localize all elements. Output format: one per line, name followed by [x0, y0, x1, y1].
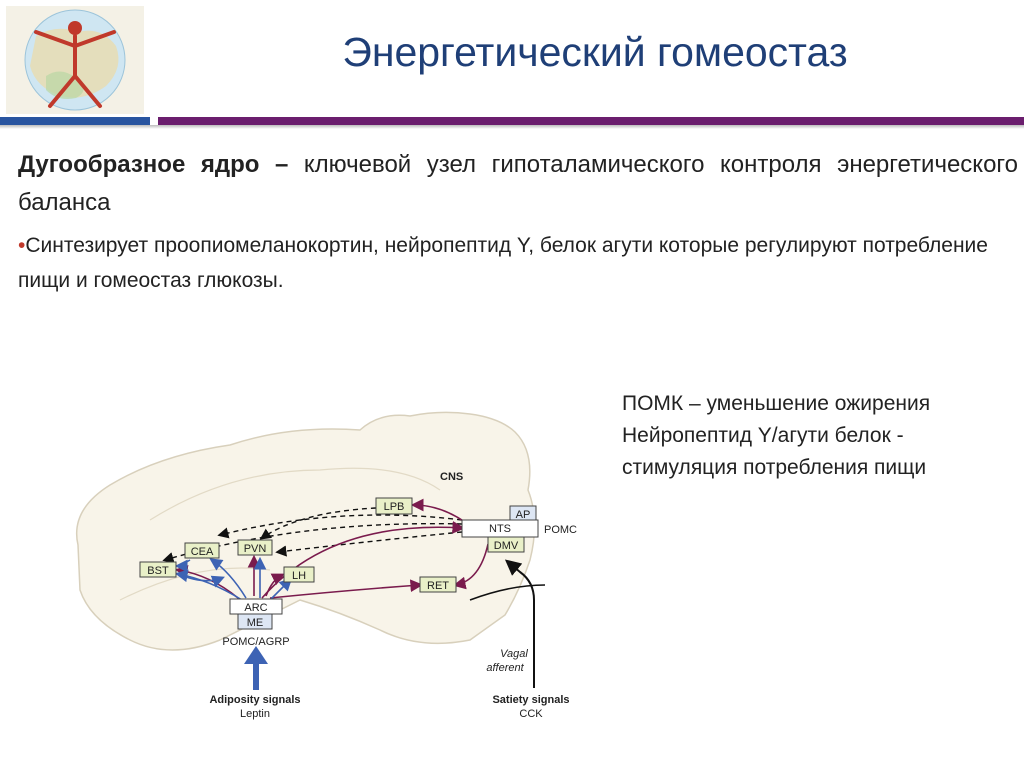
node-ret-label: RET [427, 580, 449, 592]
node-ap-label: AP [516, 509, 531, 521]
node-bst: BST [139, 561, 177, 578]
lead-text: ключевой узел гипоталамического контроля… [18, 151, 1018, 216]
node-lpb-label: LPB [384, 501, 405, 513]
node-arc: ARC [229, 598, 283, 615]
pomc-agrp-label: POMC/AGRP [222, 636, 289, 648]
purple-arc-to-ret [269, 579, 424, 599]
node-bst-label: BST [147, 565, 169, 577]
node-arc-label: ARC [244, 602, 267, 614]
header-divider-gap [150, 117, 156, 125]
bullet-marker: • [18, 234, 26, 257]
header-divider-blue [0, 117, 150, 125]
leptin-input-arrowhead [244, 646, 268, 664]
purple-arc-to-lh [265, 573, 285, 597]
purple-nts-to-ret [452, 543, 489, 590]
purple-nts-to-lpb [410, 498, 466, 523]
blue-cea-to-bst [174, 559, 191, 573]
node-ret: RET [419, 576, 457, 593]
node-lpb: LPB [375, 497, 413, 515]
adiposity-signals-title: Adiposity signals [209, 694, 300, 706]
blue-arc-to-bst [174, 569, 243, 601]
node-me: ME [237, 613, 273, 630]
node-cea-label: CEA [191, 546, 214, 558]
note-line-npy-2: стимуляция потребления пищи [622, 456, 927, 479]
pomc-nts-label: POMC [544, 524, 577, 536]
satiety-signals-title: Satiety signals [492, 694, 569, 706]
vagal-label: Vagal [500, 648, 528, 660]
node-lh: LH [283, 566, 315, 583]
notes-block: ПОМК – уменьшение ожирения Нейропептид Y… [622, 388, 1022, 484]
vagal-afferent-path [504, 559, 535, 688]
cns-label: CNS [440, 471, 463, 483]
node-cea: CEA [184, 542, 220, 559]
node-nts-label: NTS [489, 523, 511, 535]
bullet-item: •Синтезирует проопиомеланокортин, нейроп… [18, 228, 1018, 298]
vitruvian-logo-icon [6, 6, 144, 114]
node-pvn-label: PVN [244, 543, 267, 555]
node-pvn: PVN [237, 539, 273, 556]
lead-paragraph: Дугообразное ядро – ключевой узел гипота… [18, 146, 1018, 222]
bullet-text: Синтезирует проопиомеланокортин, нейропе… [18, 234, 988, 292]
blue-bst-to-cea [177, 573, 225, 588]
blue-arc-to-cea [209, 558, 247, 599]
node-nts: NTS [461, 519, 539, 538]
adiposity-signals-leptin: Leptin [240, 708, 270, 720]
dashed-lpb-to-pvn [259, 507, 377, 540]
header-divider-shadow [0, 125, 1024, 129]
node-me-label: ME [247, 617, 264, 629]
dashed-nts-to-cea [217, 514, 463, 539]
afferent-label: afferent [486, 662, 524, 674]
node-lh-label: LH [292, 570, 306, 582]
lead-bold-term: Дугообразное ядро – [18, 151, 289, 178]
note-line-pomc: ПОМК – уменьшение ожирения [622, 392, 931, 415]
dashed-nts-to-pvn [275, 531, 463, 557]
node-dmv: DMV [487, 536, 525, 553]
satiety-signals-cck: CCK [519, 708, 543, 720]
note-line-npy-1: Нейропептид Y/агути белок - [622, 424, 904, 447]
brainstem-line [469, 584, 546, 601]
node-dmv-label: DMV [494, 540, 519, 552]
header-divider-purple [158, 117, 1024, 125]
page-title: Энергетический гомеостаз [342, 29, 848, 75]
logo [6, 6, 144, 114]
